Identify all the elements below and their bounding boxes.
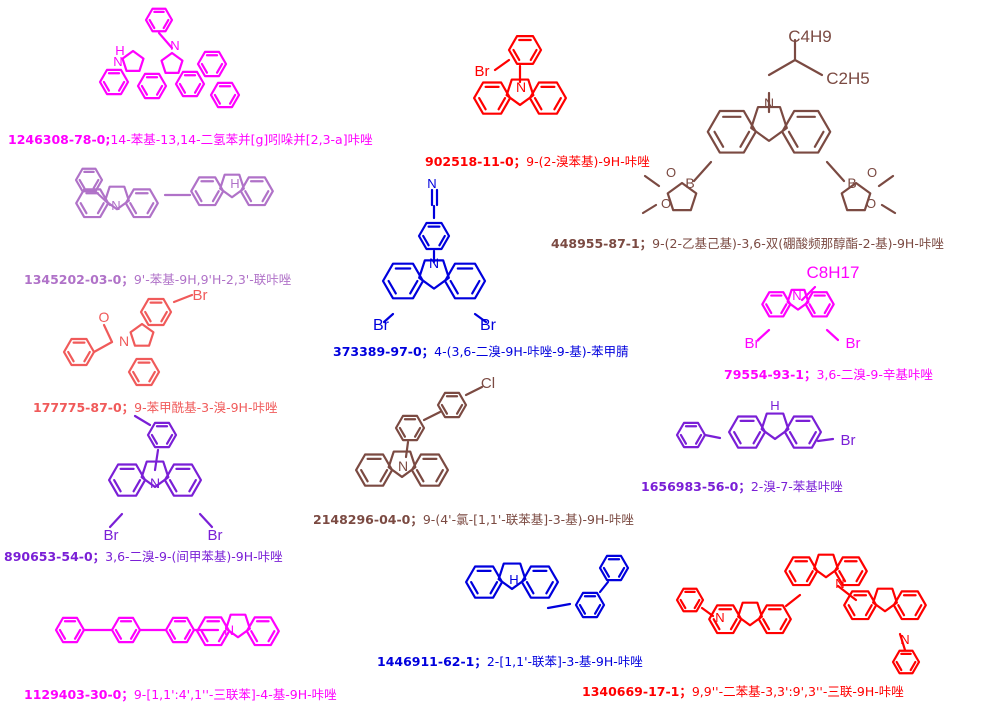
atom-label: O [867,165,877,180]
atom-label: B [685,175,694,191]
compound-caption: 1446911-62-1；2-[1,1'-联苯]-3-基-9H-咔唑 [377,654,643,669]
atom-label: Br [104,527,119,544]
compound-name: 9'-苯基-9H,9'H-2,3'-联咔唑 [133,272,292,287]
atom-label: C4H9 [788,27,831,46]
atom-label: Br [480,317,497,334]
structure-c10 [641,38,897,215]
atom-label: N [516,79,526,95]
compound-caption: 1246308-78-0;14-苯基-13,14-二氢苯并[g]吲哚并[2,3-… [8,132,373,147]
atom-label: O [666,165,676,180]
cas-number: 373389-97-0； [333,344,435,359]
cas-number: 1246308-78-0; [8,132,111,147]
structure-c9 [465,554,630,619]
atom-label: Cl [481,375,495,392]
atom-label: N [150,475,160,491]
compound-caption: 373389-97-0；4-(3,6-二溴-9H-咔唑-9-基)-苯甲腈 [333,344,629,359]
atom-label: Br [745,335,760,352]
structure-c12 [675,412,835,449]
compound-name: 4-(3,6-二溴-9H-咔唑-9-基)-苯甲腈 [434,344,629,359]
atom-label: Br [208,527,223,544]
atom-label: N [835,576,844,591]
cas-number: 2148296-04-0； [313,512,423,527]
atom-label: N [113,54,122,69]
compound-caption: 902518-11-0；9-(2-溴苯基)-9H-咔唑 [425,154,650,169]
atom-label: N [398,458,408,474]
atom-label: Br [841,432,856,449]
compound-name: 9-苯甲酰基-3-溴-9H-咔唑 [134,400,278,415]
compound-caption: 1345202-03-0；9'-苯基-9H,9'H-2,3'-联咔唑 [24,272,291,287]
structure-c7 [381,188,488,324]
cas-number: 1129403-30-0； [24,687,134,702]
atom-label: C2H5 [826,69,869,88]
atom-label: Br [193,287,208,304]
cas-number: 1446911-62-1； [377,654,487,669]
compound-name: 9,9''-二苯基-3,3':9',3''-三联-9H-咔唑 [691,684,904,699]
atom-label: N [429,255,439,271]
atom-label: O [661,196,671,211]
atom-label: Br [373,317,390,334]
compound-name: 2-溴-7-苯基咔唑 [750,479,843,494]
atom-label: C8H17 [807,263,860,282]
atom-label: N [119,333,129,349]
structure-c3 [62,293,194,387]
structure-c1 [98,7,241,109]
cas-number: 890653-54-0； [4,549,106,564]
structure-c8 [355,385,484,487]
cas-number: 1340669-17-1； [582,684,692,699]
compound-caption: 177775-87-0；9-苯甲酰基-3-溴-9H-咔唑 [33,400,277,415]
compound-name: 2-[1,1'-联苯]-3-基-9H-咔唑 [486,654,643,669]
structure-c11 [756,285,840,342]
compound-caption: 1656983-56-0；2-溴-7-苯基咔唑 [641,479,843,494]
structure-c4 [107,414,214,529]
structure-c2 [74,167,274,219]
compound-name: 9-(4'-氯-[1,1'-联苯基]-3-基)-9H-咔唑 [422,512,634,527]
atom-label: N [111,198,120,213]
atom-label: Br [475,63,490,80]
compound-caption: 890653-54-0；3,6-二溴-9-(间甲苯基)-9H-咔唑 [4,549,283,564]
atom-label: Br [846,335,861,352]
atom-label: O [866,196,876,211]
compound-name: 3,6-二溴-9-辛基咔唑 [816,367,933,382]
compound-caption: 1129403-30-0；9-[1,1':4',1''-三联苯]-4-基-9H-… [24,687,337,702]
compound-caption: 79554-93-1；3,6-二溴-9-辛基咔唑 [724,367,933,382]
cas-number: 1345202-03-0； [24,272,134,287]
atom-label: H [230,176,239,191]
atom-label: N [427,176,436,191]
atom-label: H [115,43,124,58]
atom-label: N [900,632,909,647]
structure-c6 [473,35,568,115]
compound-name: 3,6-二溴-9-(间甲苯基)-9H-咔唑 [105,549,283,564]
cas-number: 79554-93-1； [724,367,817,382]
compound-caption: 448955-87-1；9-(2-乙基己基)-3,6-双(硼酸频那醇酯-2-基)… [551,236,944,251]
structure-c13 [675,553,927,675]
atom-label: H [509,572,518,587]
compound-name: 9-[1,1':4',1''-三联苯]-4-基-9H-咔唑 [133,687,337,702]
compound-caption: 2148296-04-0；9-(4'-氯-[1,1'-联苯基]-3-基)-9H-… [313,512,634,527]
compound-caption: 1340669-17-1；9,9''-二苯基-3,3':9',3''-三联-9H… [582,684,904,699]
atom-label: H [770,398,779,413]
cas-number: 1656983-56-0； [641,479,751,494]
cas-number: 902518-11-0； [425,154,527,169]
atom-label: N [764,95,774,111]
cas-number: 448955-87-1； [551,236,653,251]
atom-label: N [792,288,801,303]
compound-name: 9-(2-溴苯基)-9H-咔唑 [526,154,650,169]
atom-label: N [170,38,179,53]
structure-c5 [54,613,280,647]
atom-label: O [99,309,110,325]
atom-label: N [715,610,724,625]
compound-name: 9-(2-乙基己基)-3,6-双(硼酸频那醇酯-2-基)-9H-咔唑 [652,236,944,251]
atom-label: N [224,622,234,638]
compound-name: 14-苯基-13,14-二氢苯并[g]吲哚并[2,3-a]咔唑 [110,132,373,147]
atom-label: B [847,175,856,191]
cas-number: 177775-87-0； [33,400,135,415]
